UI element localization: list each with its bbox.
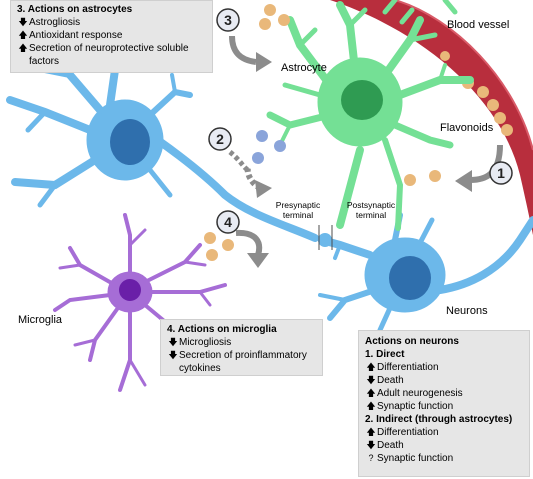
arrow-up-icon: 🡅 [366, 401, 376, 411]
neuron-right [318, 212, 533, 333]
pathway-2: 2 [216, 131, 224, 147]
list-item: ?Synaptic function [365, 452, 523, 465]
neurons-actions-box: Actions on neurons 1. Direct 🡅Differenti… [358, 330, 530, 477]
indirect-title: 2. Indirect (through astrocytes) [365, 414, 513, 425]
arrow-down-icon: 🡇 [168, 350, 178, 360]
pathway-badge-3 [216, 8, 240, 32]
arrow-up-icon: 🡅 [18, 30, 28, 40]
neurons-box-title: Actions on neurons [365, 336, 459, 347]
arrow-up-icon: 🡅 [366, 427, 376, 437]
arrow-up-icon: 🡅 [18, 43, 28, 53]
astrocytes-box-title: 3. Actions on astrocytes [17, 4, 133, 15]
flavonoid-dots [204, 4, 441, 261]
neurons-label: Neurons [446, 305, 488, 317]
pathway-number-text: 3 2 4 1 [216, 12, 505, 230]
microglia-label: Microglia [18, 314, 63, 326]
list-item: 🡅Differentiation [366, 362, 439, 373]
list-item: 🡇Death [366, 440, 404, 451]
blood-vessel [330, 0, 533, 235]
presynaptic-label: Presynaptic terminal [275, 200, 321, 220]
microglia-cell [53, 213, 227, 392]
blood-vessel-label: Blood vessel [447, 19, 510, 31]
arrow-up-icon: 🡅 [366, 388, 376, 398]
pathway-4: 4 [224, 214, 232, 230]
list-item: 🡇Secretion of proinflammatory cytokines [168, 350, 307, 374]
pathway-3: 3 [224, 12, 232, 28]
pathway-badge-1 [489, 161, 513, 185]
list-item: 🡅Adult neurogenesis [366, 388, 463, 399]
synapse [318, 225, 333, 250]
microglia-box-title: 4. Actions on microglia [167, 324, 277, 335]
list-item: 🡅Synaptic function [366, 401, 454, 412]
arrow-up-icon: 🡅 [366, 362, 376, 372]
arrow-down-icon: 🡇 [366, 440, 376, 450]
pathway-badge-4 [216, 210, 240, 234]
list-item: 🡇Death [366, 375, 404, 386]
neuron-left [6, 36, 319, 242]
direct-title: 1. Direct [365, 349, 405, 360]
astrocyte-secreted-dots [252, 130, 286, 164]
astrocyte-cell [266, 0, 474, 231]
microglia-actions-box: 4. Actions on microglia 🡇Microgliosis 🡇S… [160, 319, 323, 376]
list-item: 🡅Antioxidant response [18, 30, 123, 41]
arrow-down-icon: 🡇 [168, 337, 178, 347]
astrocyte-label: Astrocyte [281, 62, 327, 74]
list-item: 🡇Microgliosis [168, 337, 232, 348]
question-mark-icon: ? [368, 453, 374, 463]
flavonoids-label: Flavonoids [440, 122, 494, 134]
pathway-number-badges [208, 8, 513, 234]
list-item: 🡇Astrogliosis [18, 17, 81, 28]
list-item: 🡅Differentiation [366, 427, 439, 438]
list-item: 🡅Secretion of neuroprotective soluble fa… [18, 43, 189, 67]
arrow-heads [247, 52, 472, 268]
arrow-down-icon: 🡇 [18, 17, 28, 27]
pathway-badge-2 [208, 127, 232, 151]
arrow-down-icon: 🡇 [366, 375, 376, 385]
dashed-arrow-2 [228, 150, 250, 173]
postsynaptic-label: Postsynaptic terminal [346, 200, 396, 220]
astrocytes-actions-box: 3. Actions on astrocytes 🡇Astrogliosis 🡅… [10, 0, 213, 73]
pathway-1: 1 [497, 165, 505, 181]
